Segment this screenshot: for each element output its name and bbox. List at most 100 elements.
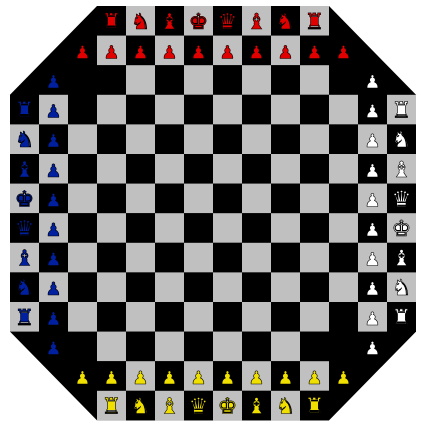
red-pawn-piece[interactable]: ♟ [190, 42, 206, 63]
board-square[interactable] [155, 184, 184, 214]
red-rook-piece[interactable]: ♜ [102, 10, 122, 35]
board-square[interactable] [271, 332, 300, 362]
yellow-bishop-piece[interactable]: ♝ [247, 395, 267, 420]
white-pawn-piece[interactable]: ♟ [364, 190, 380, 211]
board-square[interactable] [329, 95, 358, 125]
board-square[interactable] [184, 184, 213, 214]
board-square[interactable] [329, 154, 358, 184]
board-square[interactable] [126, 272, 155, 302]
board-square[interactable] [213, 272, 242, 302]
board-square[interactable] [97, 272, 126, 302]
white-rook-piece[interactable]: ♜ [392, 306, 412, 331]
board-square[interactable] [242, 184, 271, 214]
board-square[interactable] [242, 124, 271, 154]
yellow-pawn-piece[interactable]: ♟ [335, 368, 351, 389]
blue-pawn-piece[interactable]: ♟ [45, 102, 61, 123]
board-square[interactable] [68, 302, 97, 332]
board-square[interactable] [329, 272, 358, 302]
board-square[interactable] [97, 154, 126, 184]
board-square[interactable] [184, 65, 213, 95]
yellow-pawn-piece[interactable]: ♟ [190, 368, 206, 389]
white-knight-piece[interactable]: ♞ [392, 276, 412, 301]
red-queen-piece[interactable]: ♛ [218, 10, 238, 35]
board-square[interactable] [300, 95, 329, 125]
white-pawn-piece[interactable]: ♟ [364, 102, 380, 123]
blue-knight-piece[interactable]: ♞ [15, 128, 35, 153]
board-square[interactable] [68, 124, 97, 154]
board-square[interactable] [126, 213, 155, 243]
board-square[interactable] [184, 332, 213, 362]
board-square[interactable] [126, 302, 155, 332]
board-square[interactable] [213, 243, 242, 273]
board-square[interactable] [68, 272, 97, 302]
red-pawn-piece[interactable]: ♟ [161, 42, 177, 63]
board-square[interactable] [97, 332, 126, 362]
board-square[interactable] [300, 272, 329, 302]
board-square[interactable] [155, 243, 184, 273]
board-square[interactable] [300, 184, 329, 214]
board-square[interactable] [329, 243, 358, 273]
red-pawn-piece[interactable]: ♟ [103, 42, 119, 63]
blue-king-piece[interactable]: ♚ [15, 187, 35, 212]
red-pawn-piece[interactable]: ♟ [132, 42, 148, 63]
board-square[interactable] [271, 243, 300, 273]
yellow-king-piece[interactable]: ♚ [218, 395, 238, 420]
red-rook-piece[interactable]: ♜ [305, 10, 325, 35]
board-square[interactable] [68, 95, 97, 125]
yellow-pawn-piece[interactable]: ♟ [248, 368, 264, 389]
board-square[interactable] [68, 213, 97, 243]
red-pawn-piece[interactable]: ♟ [248, 42, 264, 63]
board-square[interactable] [155, 332, 184, 362]
board-square[interactable] [300, 243, 329, 273]
board-square[interactable] [242, 95, 271, 125]
board-square[interactable] [271, 65, 300, 95]
board-square[interactable] [68, 184, 97, 214]
blue-pawn-piece[interactable]: ♟ [45, 190, 61, 211]
yellow-rook-piece[interactable]: ♜ [305, 395, 325, 420]
board-square[interactable] [213, 95, 242, 125]
board-square[interactable] [271, 154, 300, 184]
board-square[interactable] [68, 243, 97, 273]
board-square[interactable] [155, 213, 184, 243]
board-square[interactable] [97, 95, 126, 125]
board-square[interactable] [300, 332, 329, 362]
yellow-queen-piece[interactable]: ♛ [189, 395, 209, 420]
board-square[interactable] [213, 65, 242, 95]
board-square[interactable] [68, 154, 97, 184]
white-pawn-piece[interactable]: ♟ [364, 309, 380, 330]
board-square[interactable] [184, 243, 213, 273]
white-pawn-piece[interactable]: ♟ [364, 220, 380, 241]
red-pawn-piece[interactable]: ♟ [74, 42, 90, 63]
board-square[interactable] [184, 95, 213, 125]
yellow-pawn-piece[interactable]: ♟ [74, 368, 90, 389]
board-square[interactable] [271, 184, 300, 214]
yellow-pawn-piece[interactable]: ♟ [277, 368, 293, 389]
white-pawn-piece[interactable]: ♟ [364, 161, 380, 182]
white-pawn-piece[interactable]: ♟ [364, 338, 380, 359]
board-square[interactable] [184, 213, 213, 243]
board-square[interactable] [97, 124, 126, 154]
board-square[interactable] [213, 184, 242, 214]
red-king-piece[interactable]: ♚ [189, 10, 209, 35]
board-square[interactable] [300, 154, 329, 184]
blue-pawn-piece[interactable]: ♟ [45, 309, 61, 330]
red-pawn-piece[interactable]: ♟ [219, 42, 235, 63]
white-pawn-piece[interactable]: ♟ [364, 279, 380, 300]
board-square[interactable] [97, 302, 126, 332]
board-square[interactable] [184, 272, 213, 302]
board-square[interactable] [271, 213, 300, 243]
board-square[interactable] [155, 154, 184, 184]
red-knight-piece[interactable]: ♞ [276, 10, 296, 35]
yellow-rook-piece[interactable]: ♜ [102, 395, 122, 420]
board-square[interactable] [97, 243, 126, 273]
board-square[interactable] [329, 213, 358, 243]
blue-pawn-piece[interactable]: ♟ [45, 72, 61, 93]
yellow-pawn-piece[interactable]: ♟ [103, 368, 119, 389]
board-square[interactable] [184, 302, 213, 332]
white-king-piece[interactable]: ♚ [392, 217, 412, 242]
blue-pawn-piece[interactable]: ♟ [45, 131, 61, 152]
blue-queen-piece[interactable]: ♛ [15, 217, 35, 242]
board-square[interactable] [126, 124, 155, 154]
board-square[interactable] [329, 124, 358, 154]
board-square[interactable] [155, 302, 184, 332]
